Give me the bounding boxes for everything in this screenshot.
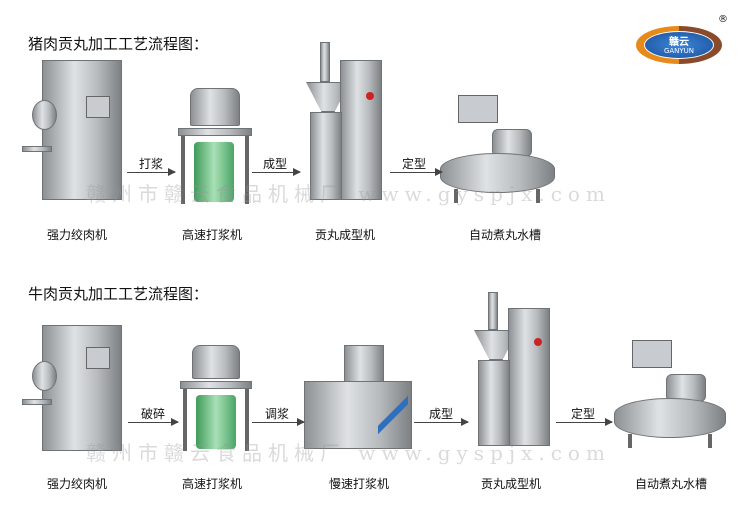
watermark-1: 赣州市赣云食品机械厂 www.gyspjx.com xyxy=(86,178,611,207)
step-label: 成型 xyxy=(428,407,453,421)
registered-mark: ® xyxy=(718,14,728,25)
high-speed-beater-image xyxy=(178,88,252,206)
logo-text-en: GANYUN xyxy=(663,47,695,55)
meatball-forming-machine-image xyxy=(300,42,385,210)
logo-text-cn: 赣云 xyxy=(669,37,689,48)
step-label: 定型 xyxy=(570,407,595,421)
machine-label: 强力绞肉机 xyxy=(46,228,107,242)
machine-label: 贡丸成型机 xyxy=(480,477,541,491)
pork-process-title: 猪肉贡丸加工工艺流程图： xyxy=(28,35,209,53)
watermark-company: 赣州市赣云食品机械厂 xyxy=(86,441,346,465)
step-label: 定型 xyxy=(401,157,426,171)
meat-grinder-image xyxy=(22,60,132,205)
flow-arrow xyxy=(252,168,301,176)
flow-arrow xyxy=(390,168,443,176)
high-speed-beater-image xyxy=(180,345,252,453)
watermark-url: www.gyspjx.com xyxy=(358,441,611,465)
machine-label: 高速打浆机 xyxy=(181,477,242,491)
flow-arrow xyxy=(556,418,613,426)
step-label: 破碎 xyxy=(140,407,165,421)
machine-label: 自动煮丸水槽 xyxy=(634,477,707,491)
auto-cooking-tank-image xyxy=(614,340,726,452)
ganyun-logo: 赣云 GANYUN ® xyxy=(636,14,728,64)
machine-label: 自动煮丸水槽 xyxy=(468,228,541,242)
watermark-2: 赣州市赣云食品机械厂 www.gyspjx.com xyxy=(86,437,611,466)
machine-label: 强力绞肉机 xyxy=(46,477,107,491)
meatball-forming-machine-image xyxy=(468,292,552,454)
slow-beater-image xyxy=(304,345,412,453)
flow-arrow xyxy=(127,168,176,176)
flow-arrow xyxy=(252,418,305,426)
beef-process-title: 牛肉贡丸加工工艺流程图： xyxy=(28,285,209,303)
step-label: 成型 xyxy=(262,157,287,171)
auto-cooking-tank-image xyxy=(440,95,555,207)
flow-arrow xyxy=(128,418,179,426)
step-label: 打浆 xyxy=(138,157,163,171)
flow-arrow xyxy=(414,418,469,426)
meat-grinder-image xyxy=(22,325,132,455)
machine-label: 高速打浆机 xyxy=(181,228,242,242)
machine-label: 贡丸成型机 xyxy=(314,228,375,242)
machine-label: 慢速打浆机 xyxy=(328,477,389,491)
step-label: 调浆 xyxy=(264,407,289,421)
watermark-url: www.gyspjx.com xyxy=(358,182,611,206)
watermark-company: 赣州市赣云食品机械厂 xyxy=(86,182,346,206)
